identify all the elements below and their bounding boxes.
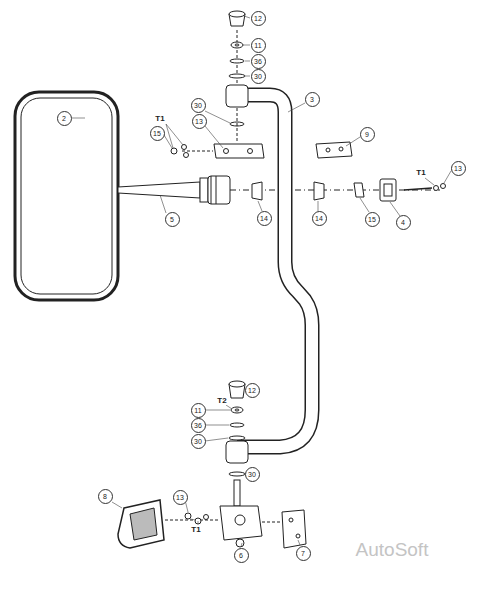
torque-tag: T1 [154,115,165,123]
callout-number: 14 [257,211,272,226]
callout-number: 3 [305,92,320,107]
torque-tag: T2 [216,397,227,405]
callout-number: 12 [245,383,260,398]
callout-number: 30 [251,69,266,84]
callout-number: 7 [296,546,311,561]
callout-number: 14 [312,211,327,226]
callout-number: 6 [234,548,249,563]
callout-number: 15 [365,212,380,227]
callout-number: 36 [191,418,206,433]
callout-number: 2 [57,111,72,126]
callout-number: 13 [173,490,188,505]
callout-number: 30 [191,98,206,113]
callout-number: 12 [251,11,266,26]
callout-number: 11 [251,38,266,53]
callout-number: 11 [191,403,206,418]
callout-number: 4 [396,215,411,230]
watermark: AutoSoft [356,540,429,559]
callout-number: 8 [98,489,113,504]
torque-tag: T1 [415,169,426,177]
callout-number: 15 [150,126,165,141]
callout-number: 13 [451,161,466,176]
callout-number: 30 [191,434,206,449]
callout-number: 13 [192,114,207,129]
torque-tag: T1 [190,526,201,534]
callout-number: 5 [165,212,180,227]
callout-number: 36 [251,54,266,69]
callout-number: 9 [360,127,375,142]
callout-number: 30 [245,467,260,482]
